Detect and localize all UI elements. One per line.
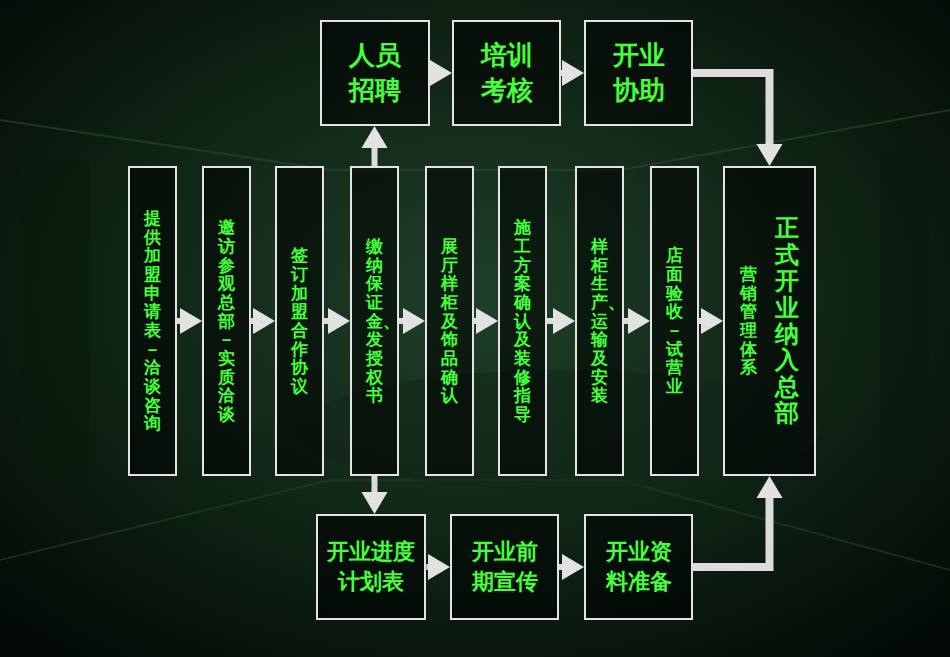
flow-arrow xyxy=(362,476,388,514)
step-label: 培训考核 xyxy=(478,38,535,108)
process-box: 人员招聘 xyxy=(320,20,430,126)
step-box: 展厅样柜及饰品确认 xyxy=(425,166,474,476)
step-box: 样柜生产、运输及安装 xyxy=(575,166,624,476)
arrow-head xyxy=(562,554,584,580)
flow-arrow xyxy=(251,308,275,334)
connector-line xyxy=(693,73,770,146)
flow-arrow xyxy=(430,60,452,86)
flow-arrow xyxy=(561,60,584,86)
connector-line xyxy=(624,318,630,324)
step-label: 开业协助 xyxy=(610,38,667,108)
step-box: 正式开业纳入总部 营销管理体系 xyxy=(723,166,816,476)
flow-arrow xyxy=(474,308,498,334)
process-box: 培训考核 xyxy=(452,20,561,126)
sub-label: 营销管理体系 xyxy=(740,265,757,377)
arrow-head xyxy=(430,60,452,86)
connector-line xyxy=(547,318,555,324)
process-box: 开业资料准备 xyxy=(584,514,693,620)
arrow-head xyxy=(428,554,450,580)
flow-arrow xyxy=(559,554,584,580)
flow-arrow xyxy=(624,308,650,334)
arrow-head xyxy=(180,308,202,334)
step-label: 开业前期宣传 xyxy=(468,537,541,596)
connector-line xyxy=(372,146,378,166)
connector-line xyxy=(399,318,405,324)
connector-line xyxy=(251,318,255,324)
step-label: 正式开业纳入总部 xyxy=(775,215,799,426)
arrow-head xyxy=(757,476,783,498)
step-label: 人员招聘 xyxy=(346,38,403,108)
step-label: 缴纳保证金、发授权书 xyxy=(366,237,383,405)
arrow-head xyxy=(362,126,388,148)
arrow-head xyxy=(403,308,425,334)
flow-arrow xyxy=(177,308,202,334)
arrow-head xyxy=(553,308,575,334)
step-box: 邀访参观总部－实质洽谈 xyxy=(202,166,251,476)
arrow-head xyxy=(628,308,650,334)
connector-line xyxy=(561,70,564,76)
process-box: 开业前期宣传 xyxy=(450,514,559,620)
step-box: 签订加盟合作协议 xyxy=(275,166,324,476)
connector-line xyxy=(699,318,703,324)
flow-arrow xyxy=(699,308,723,334)
step-label: 店面验收－试营业 xyxy=(666,246,683,396)
flow-arrow xyxy=(426,554,450,580)
arrow-head xyxy=(476,308,498,334)
step-label: 开业资料准备 xyxy=(602,537,675,596)
step-label: 开业进度计划表 xyxy=(324,537,419,596)
step-box: 缴纳保证金、发授权书 xyxy=(350,166,399,476)
step-box: 店面验收－试营业 xyxy=(650,166,699,476)
step-label: 提供加盟申请表－洽谈咨询 xyxy=(144,209,161,433)
arrow-head xyxy=(253,308,275,334)
arrow-head xyxy=(362,492,388,514)
connector-line xyxy=(430,70,432,76)
flow-arrow xyxy=(362,126,388,166)
connector-line xyxy=(324,318,330,324)
connector-line xyxy=(693,496,770,567)
flow-arrow xyxy=(693,476,783,567)
flow-arrow xyxy=(693,73,783,166)
connector-line xyxy=(559,564,564,570)
step-label: 施工方案确认及装修指导 xyxy=(514,218,531,424)
arrow-head xyxy=(757,144,783,166)
arrow-head xyxy=(701,308,723,334)
step-box: 施工方案确认及装修指导 xyxy=(498,166,547,476)
arrow-head xyxy=(562,60,584,86)
flow-arrow xyxy=(399,308,425,334)
step-label: 样柜生产、运输及安装 xyxy=(591,237,608,405)
connector-line xyxy=(474,318,478,324)
step-label: 展厅样柜及饰品确认 xyxy=(441,237,458,405)
connector-line xyxy=(177,318,182,324)
step-label: 签订加盟合作协议 xyxy=(291,246,308,396)
arrow-head xyxy=(328,308,350,334)
connector-line xyxy=(426,564,430,570)
process-box: 开业进度计划表 xyxy=(316,514,427,620)
connector-line xyxy=(372,476,378,494)
step-box: 提供加盟申请表－洽谈咨询 xyxy=(128,166,177,476)
step-label: 邀访参观总部－实质洽谈 xyxy=(218,218,235,424)
flow-arrow xyxy=(324,308,350,334)
process-box: 开业协助 xyxy=(584,20,693,126)
flow-arrow xyxy=(547,308,575,334)
